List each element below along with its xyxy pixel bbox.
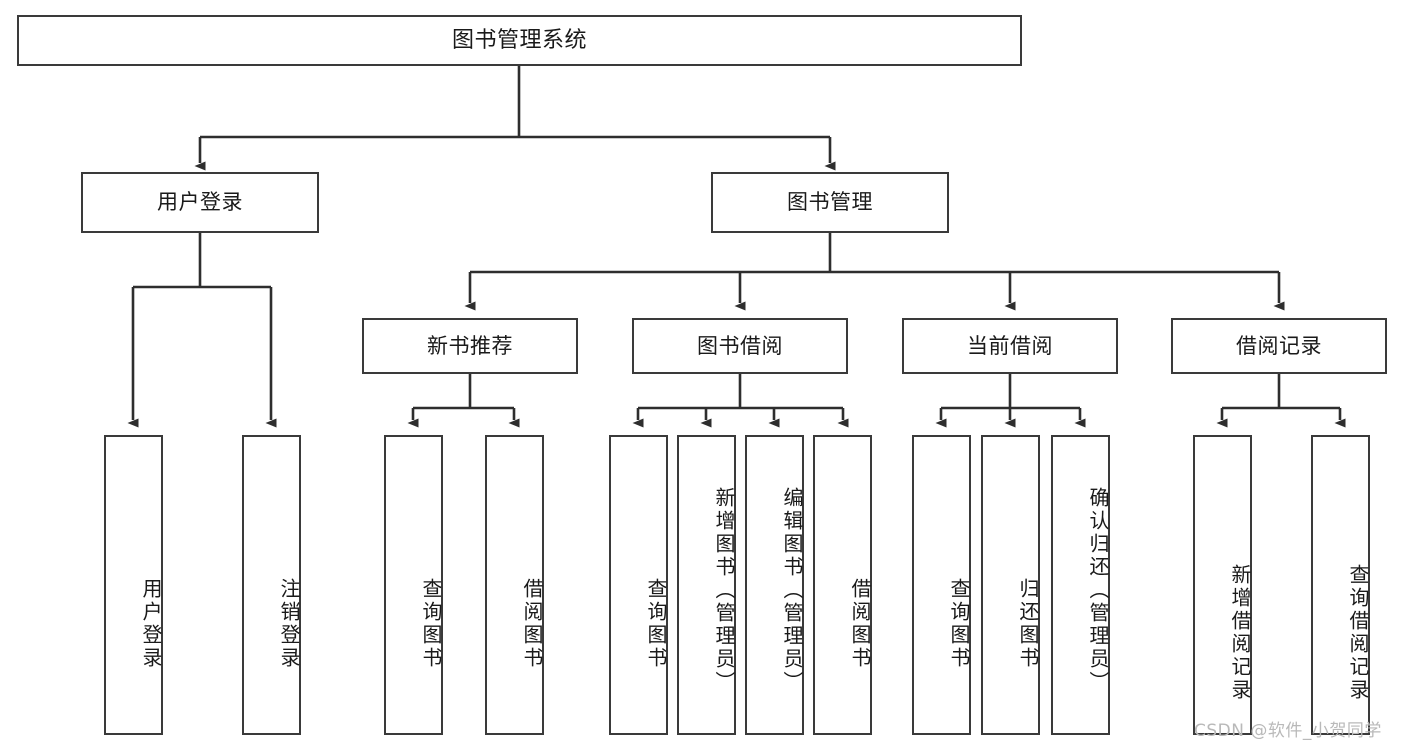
leaf-borrow-borrow-book[interactable]: 借阅图书 <box>813 435 872 735</box>
leaf-record-add-record[interactable]: 新增借阅记录 <box>1193 435 1252 735</box>
node-root-system[interactable]: 图书管理系统 <box>17 15 1022 66</box>
leaf-current-query-book[interactable]: 查询图书 <box>912 435 971 735</box>
csdn-watermark: CSDN @软件_小贺同学 <box>1194 721 1382 741</box>
leaf-record-query-record[interactable]: 查询借阅记录 <box>1311 435 1370 735</box>
node-book-management[interactable]: 图书管理 <box>711 172 949 233</box>
leaf-new-book-borrow[interactable]: 借阅图书 <box>485 435 544 735</box>
node-borrow-record[interactable]: 借阅记录 <box>1171 318 1387 374</box>
leaf-user-login-logout[interactable]: 注销登录 <box>242 435 301 735</box>
node-book-borrow[interactable]: 图书借阅 <box>632 318 848 374</box>
leaf-borrow-query-book[interactable]: 查询图书 <box>609 435 668 735</box>
leaf-new-book-query[interactable]: 查询图书 <box>384 435 443 735</box>
node-new-book-recommend[interactable]: 新书推荐 <box>362 318 578 374</box>
leaf-user-login-login[interactable]: 用户登录 <box>104 435 163 735</box>
node-user-login[interactable]: 用户登录 <box>81 172 319 233</box>
leaf-current-confirm-return-admin[interactable]: 确认归还（管理员） <box>1051 435 1110 735</box>
leaf-borrow-add-book-admin[interactable]: 新增图书（管理员） <box>677 435 736 735</box>
leaf-current-return-book[interactable]: 归还图书 <box>981 435 1040 735</box>
leaf-borrow-edit-book-admin[interactable]: 编辑图书（管理员） <box>745 435 804 735</box>
node-current-borrow[interactable]: 当前借阅 <box>902 318 1118 374</box>
